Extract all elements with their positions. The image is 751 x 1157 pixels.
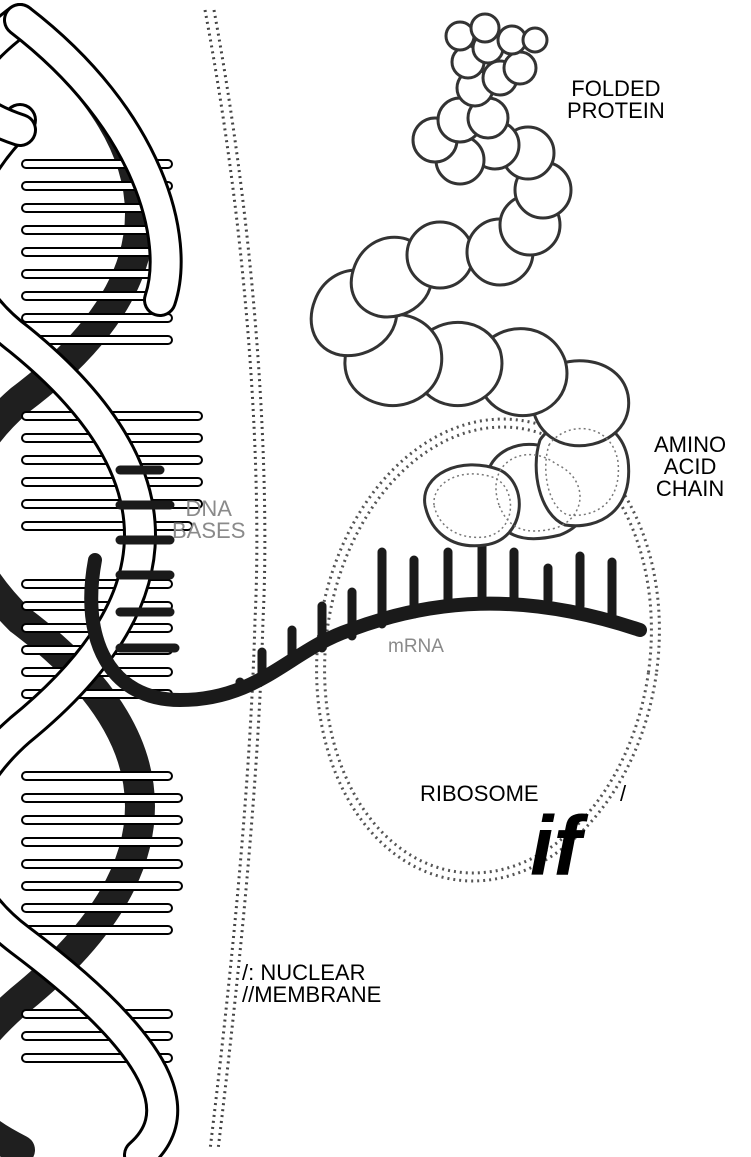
amino-acid-chain-label-line1: AMINO: [654, 434, 726, 456]
folded-protein-label-line1: FOLDED: [567, 78, 665, 100]
ribosome-slash: /: [620, 783, 626, 805]
nuclear-membrane-label-line2: //MEMBRANE: [242, 984, 381, 1006]
ribosome-label: RIBOSOME: [420, 783, 539, 805]
nuclear-membrane-label-line1: /: NUCLEAR: [242, 962, 381, 984]
amino-acid-chain-label-line2: ACID: [654, 456, 726, 478]
dna-bases-label: DNA BASES: [172, 498, 245, 542]
if-mark: if: [530, 804, 581, 888]
dna-bases-label-line2: BASES: [172, 520, 245, 542]
nuclear-membrane-label: /: NUCLEAR //MEMBRANE: [242, 962, 381, 1006]
mrna-label: mRNA: [388, 636, 444, 658]
dna-double-helix: [0, 20, 202, 1155]
dna-bases-label-line1: DNA: [172, 498, 245, 520]
folded-protein-label-line2: PROTEIN: [567, 100, 665, 122]
mrna-backbone: [91, 560, 640, 700]
folded-protein-label: FOLDED PROTEIN: [567, 78, 665, 122]
amino-acid-chain-label: AMINO ACID CHAIN: [654, 434, 726, 500]
amino-acid-chain-label-line3: CHAIN: [654, 478, 726, 500]
